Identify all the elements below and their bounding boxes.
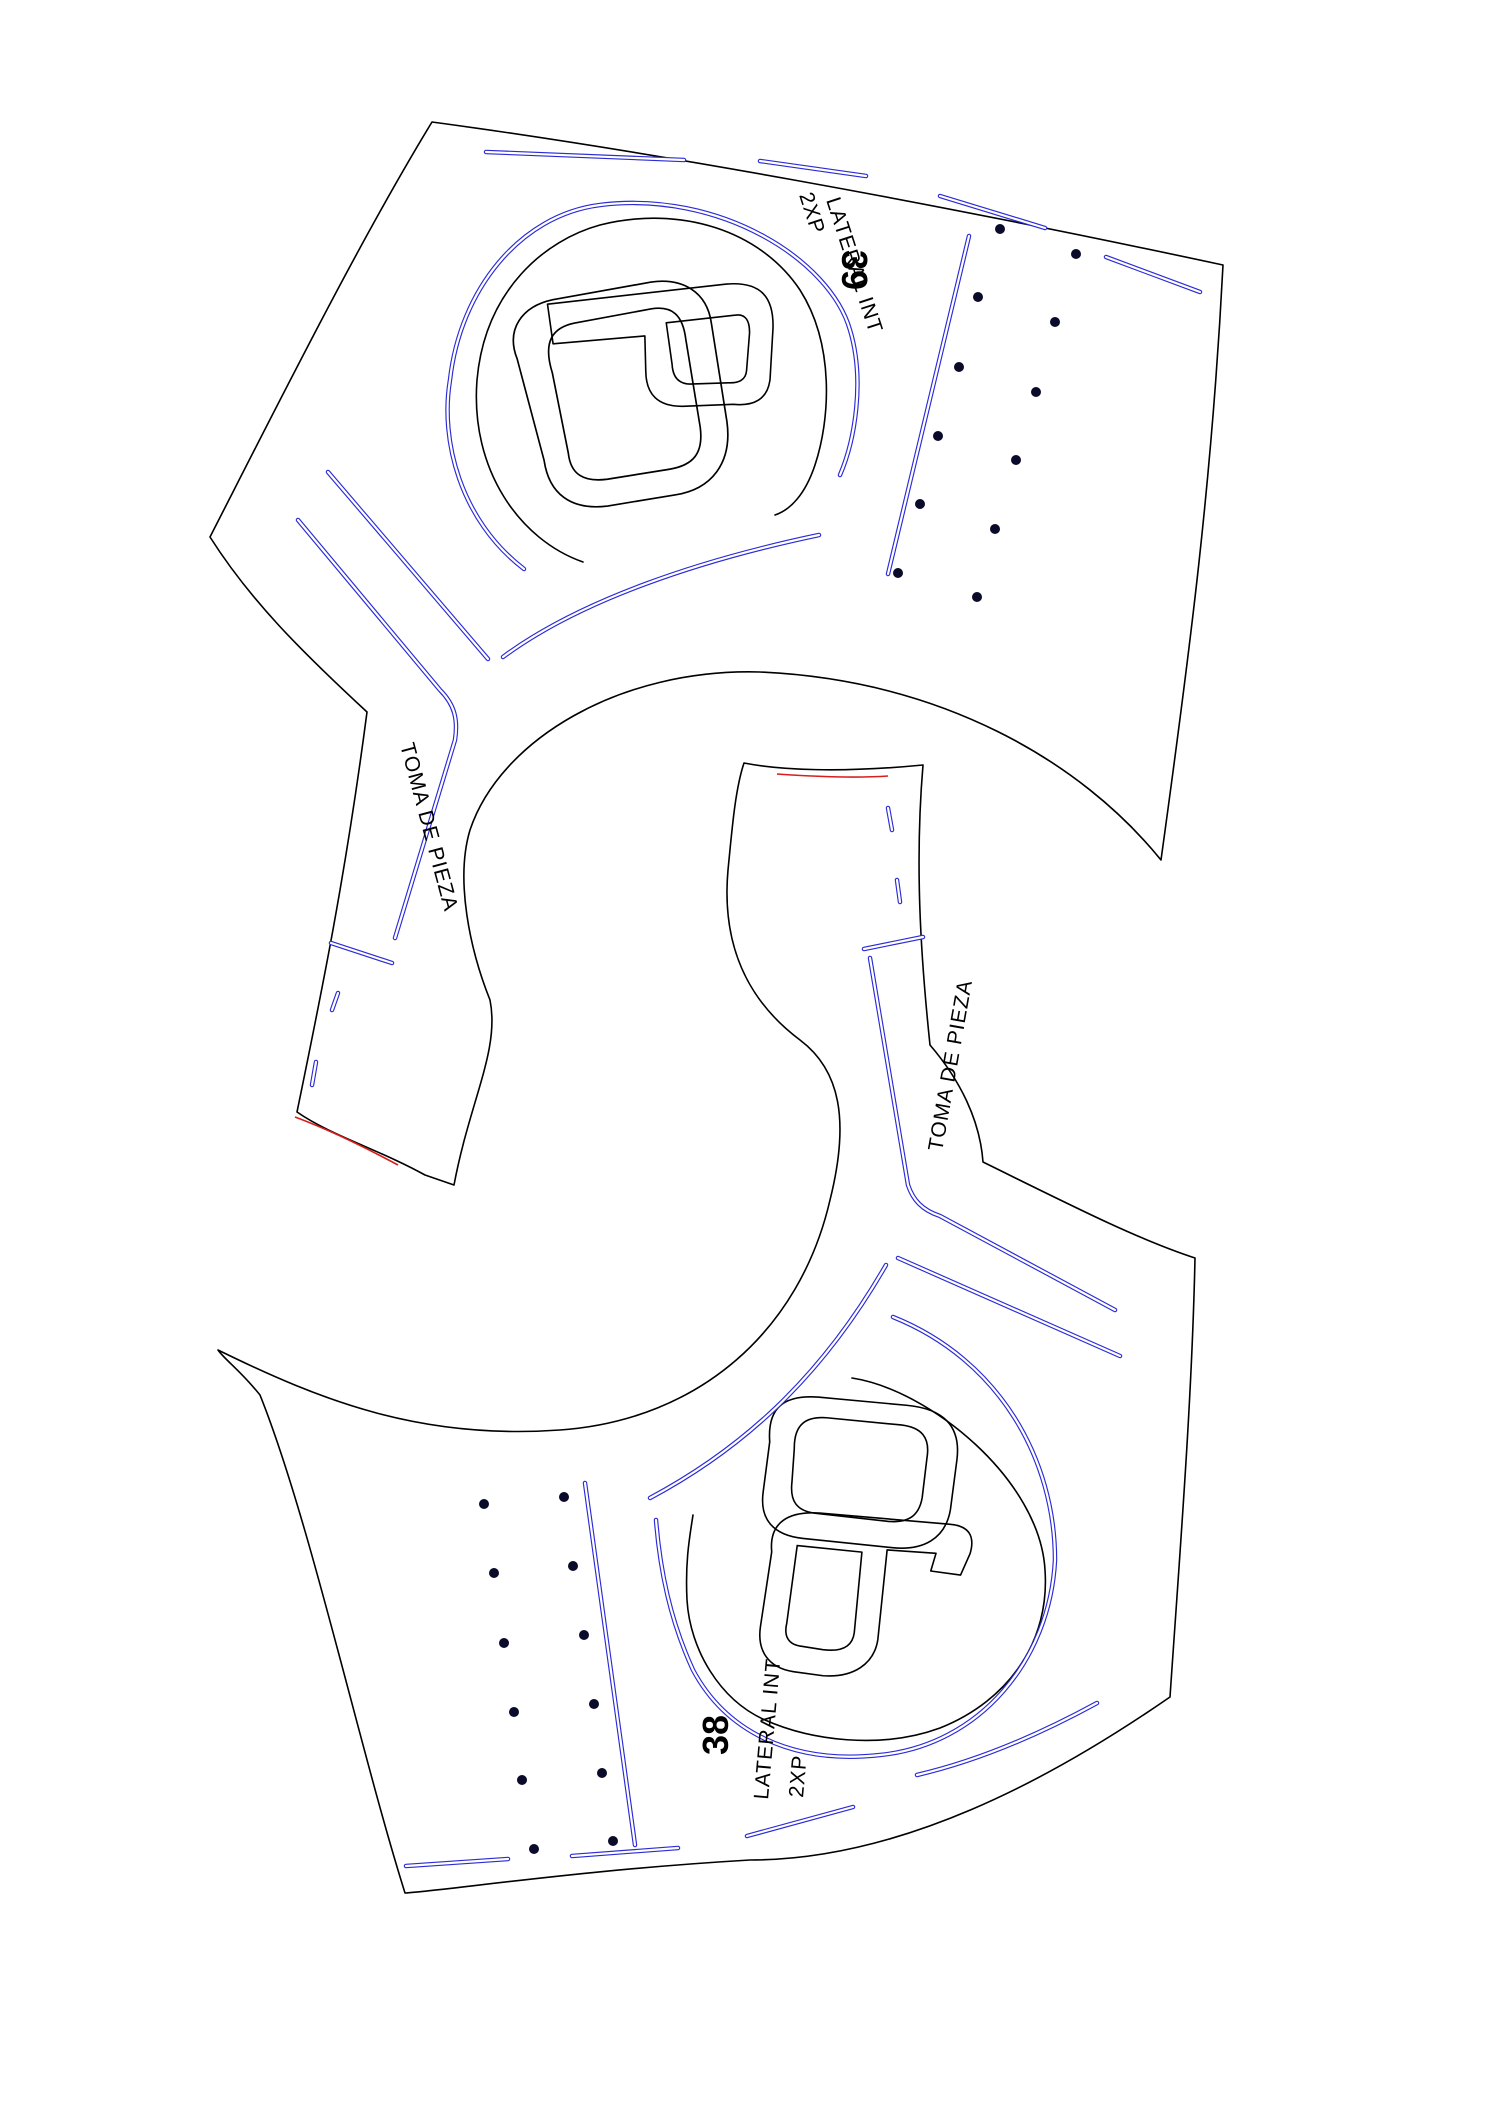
- piece-39-logo-digit: [546, 282, 774, 408]
- piece-39-quantity: 2XP: [794, 189, 829, 237]
- piece-38-tab-label: TOMA DE PIEZA: [924, 978, 977, 1153]
- piece-38-name: LATERAL INT: [750, 1657, 785, 1800]
- piece-39-tab-label: TOMA DE PIEZA: [395, 740, 462, 914]
- piece-38-logo-digit: [759, 1512, 973, 1677]
- piece-39: 39 LATERAL INT 2XP TOMA DE PIEZA: [209, 121, 1224, 1186]
- piece-38-logo-06: [761, 1396, 959, 1549]
- piece-38-stitching: [403, 773, 1123, 1869]
- piece-38-number: 38: [695, 1715, 736, 1755]
- piece-39-number: 39: [834, 250, 875, 290]
- piece-38-reference-line: [776, 773, 889, 778]
- piece-38-quantity: 2XP: [785, 1754, 812, 1799]
- piece-39-logo-06: [512, 280, 729, 508]
- piece-38-holes: [479, 1492, 618, 1854]
- piece-38-logo-ring: [685, 1377, 1047, 1742]
- piece-39-reference-line: [294, 1116, 399, 1166]
- piece-39-stitching: [294, 149, 1203, 1166]
- piece-39-holes: [893, 224, 1081, 602]
- piece-38: 38 LATERAL INT 2XP TOMA DE PIEZA: [217, 762, 1196, 1894]
- piece-38-outline: [217, 762, 1196, 1894]
- piece-39-logo-ring: [475, 217, 828, 563]
- piece-39-outline: [209, 121, 1224, 1186]
- piece-39-name: LATERAL INT: [821, 194, 887, 336]
